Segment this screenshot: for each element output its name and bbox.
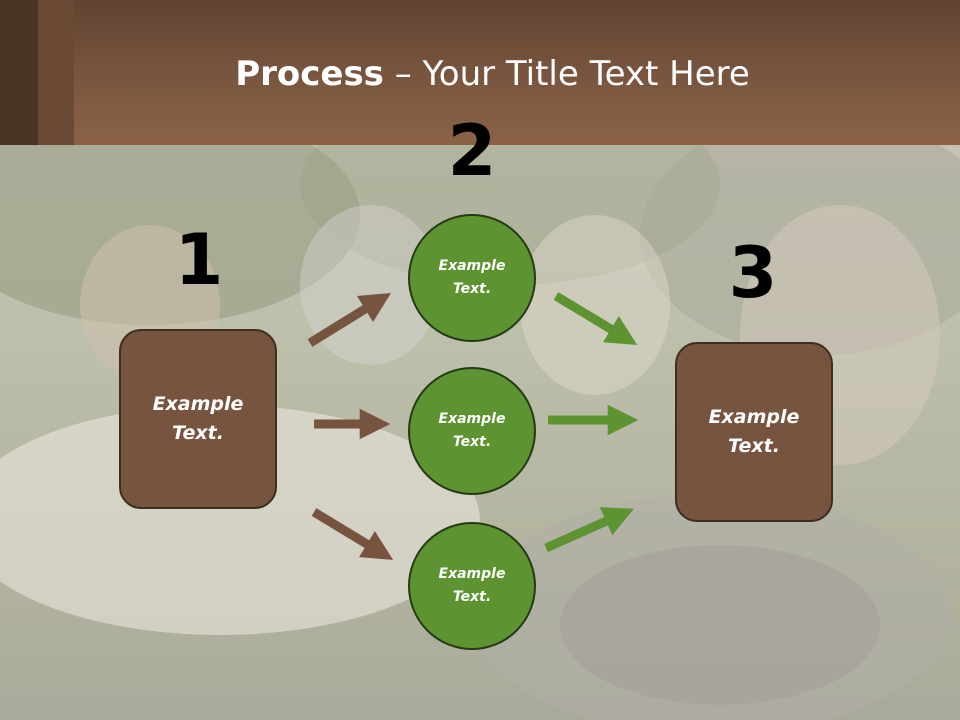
slide-title: Process – Your Title Text Here (0, 52, 960, 96)
step-number-2: 2 (447, 110, 497, 192)
step-number-3: 3 (728, 232, 778, 314)
arrow-to-circle-1 (307, 292, 392, 347)
header-band (0, 0, 960, 145)
title-rest: – Your Title Text Here (383, 54, 750, 94)
title-bold: Process (235, 54, 384, 94)
header-accent (38, 0, 74, 145)
arrow-from-circle-1 (553, 292, 638, 345)
step-number-1: 1 (174, 219, 224, 301)
arrow-to-circle-3 (311, 508, 394, 560)
header-accent (0, 0, 38, 145)
arrow-from-circle-3 (544, 507, 634, 553)
